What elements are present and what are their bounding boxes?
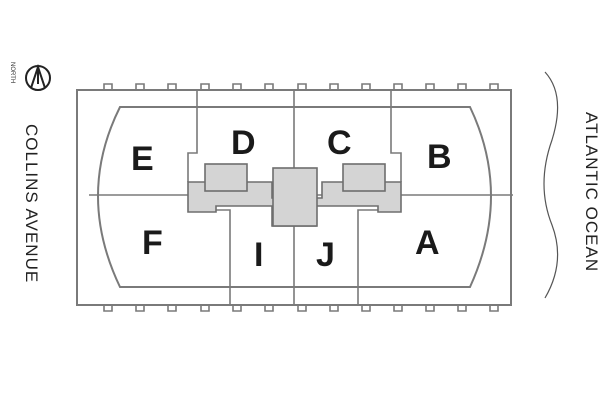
elevator-core bbox=[272, 167, 318, 227]
balcony-notch bbox=[361, 305, 371, 312]
balcony-notch bbox=[329, 83, 339, 90]
balcony-notch bbox=[200, 83, 210, 90]
unit-c-label: C bbox=[327, 124, 352, 162]
wall-e-d bbox=[187, 90, 198, 182]
ocean-shoreline bbox=[543, 71, 559, 299]
balcony-notch bbox=[200, 305, 210, 312]
balcony-notch bbox=[297, 83, 307, 90]
atlantic-ocean-label: ATLANTIC OCEAN bbox=[582, 112, 601, 272]
unit-a-label: A bbox=[415, 224, 440, 262]
balcony-notch bbox=[135, 305, 145, 312]
wall-c-b bbox=[390, 90, 402, 182]
balcony-notch bbox=[167, 305, 177, 312]
balcony-notch bbox=[361, 83, 371, 90]
balcony-notch bbox=[393, 305, 403, 312]
balcony-notch bbox=[135, 83, 145, 90]
balcony-notch bbox=[425, 305, 435, 312]
unit-j-label: J bbox=[316, 236, 335, 274]
balcony-notch bbox=[489, 305, 499, 312]
unit-d-label: D bbox=[231, 124, 256, 162]
tower-footprint bbox=[97, 106, 492, 288]
north-arrow-icon bbox=[25, 63, 51, 91]
balcony-notch bbox=[232, 83, 242, 90]
stair-core-left bbox=[204, 163, 248, 192]
unit-e-label: E bbox=[131, 140, 154, 178]
balcony-notch bbox=[425, 83, 435, 90]
balcony-notch bbox=[167, 83, 177, 90]
wall-j-a bbox=[357, 209, 378, 305]
unit-i-label: I bbox=[254, 236, 263, 274]
balcony-notch bbox=[264, 305, 274, 312]
balcony-notch bbox=[329, 305, 339, 312]
north-label: NORTH bbox=[9, 62, 15, 83]
balcony-notch bbox=[489, 83, 499, 90]
balcony-notch bbox=[457, 83, 467, 90]
balcony-notch bbox=[103, 305, 113, 312]
stair-core-right bbox=[342, 163, 386, 192]
balcony-notch bbox=[457, 305, 467, 312]
balcony-notch bbox=[103, 83, 113, 90]
balcony-notch bbox=[297, 305, 307, 312]
unit-b-label: B bbox=[427, 138, 452, 176]
balcony-notch bbox=[232, 305, 242, 312]
balcony-notch bbox=[393, 83, 403, 90]
unit-f-label: F bbox=[142, 224, 163, 262]
wall-f-i bbox=[216, 209, 231, 305]
collins-avenue-label: COLLINS AVENUE bbox=[22, 124, 41, 283]
balcony-notch bbox=[264, 83, 274, 90]
